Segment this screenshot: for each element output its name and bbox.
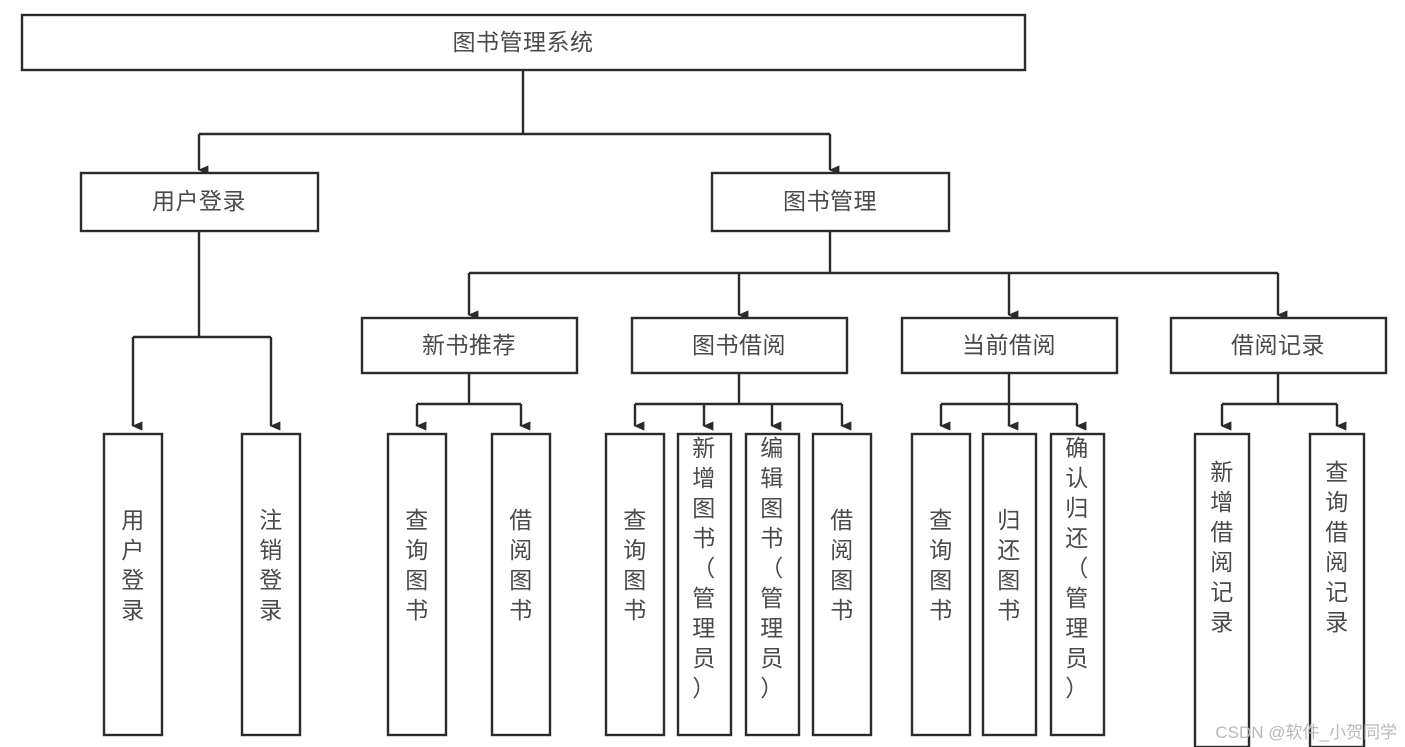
leaf-query-borrow-record[interactable]: 查询借阅记录 — [1308, 432, 1366, 747]
leaf-borrow-book-recommend-box — [490, 432, 552, 737]
leaf-return-book[interactable]: 归还图书 — [981, 432, 1038, 737]
node-new-book-recommend-box — [360, 316, 579, 375]
leaf-add-borrow-record-box — [1193, 432, 1251, 747]
leaf-logout-login-box — [240, 432, 302, 737]
leaf-borrow-book-borrow[interactable]: 借阅图书 — [811, 432, 873, 737]
node-root-system-label: 图书管理系统 — [453, 29, 594, 55]
node-book-borrow-box — [630, 316, 849, 375]
leaf-query-book-recommend[interactable]: 查询图书 — [386, 432, 448, 737]
node-current-borrow-label: 当前借阅 — [962, 332, 1056, 358]
leaf-borrow-book-recommend-label: 借阅图书 — [509, 507, 533, 623]
leaf-return-book-label: 归还图书 — [997, 507, 1021, 623]
leaf-user-login-label: 用户登录 — [121, 507, 145, 623]
leaf-query-book-current-label: 查询图书 — [929, 507, 953, 623]
node-borrow-record[interactable]: 借阅记录 — [1169, 316, 1388, 375]
node-book-manage-label: 图书管理 — [783, 188, 877, 214]
node-borrow-record-label: 借阅记录 — [1231, 332, 1325, 358]
leaf-user-login-box — [102, 432, 164, 737]
leaf-user-login[interactable]: 用户登录 — [102, 432, 164, 737]
leaf-add-book-admin-box — [676, 432, 733, 737]
leaf-query-borrow-record-box — [1308, 432, 1366, 747]
leaf-borrow-book-borrow-label: 借阅图书 — [830, 507, 854, 623]
node-root-system-box — [20, 13, 1027, 72]
node-root-system[interactable]: 图书管理系统 — [20, 13, 1027, 72]
leaf-return-book-box — [981, 432, 1038, 737]
leaf-logout-login[interactable]: 注销登录 — [240, 432, 302, 737]
leaf-add-borrow-record[interactable]: 新增借阅记录 — [1193, 432, 1251, 747]
node-new-book-recommend[interactable]: 新书推荐 — [360, 316, 579, 375]
node-new-book-recommend-label: 新书推荐 — [422, 332, 516, 358]
leaf-confirm-return-admin-box — [1049, 432, 1106, 737]
leaf-logout-login-label: 注销登录 — [259, 507, 283, 623]
leaf-confirm-return-admin-label: 确认归还（管理员） — [1065, 435, 1089, 701]
node-book-borrow-label: 图书借阅 — [692, 332, 786, 358]
leaf-query-book-current-box — [910, 432, 972, 737]
leaf-add-book-admin-label: 新增图书（管理员） — [692, 435, 716, 701]
leaf-edit-book-admin-label: 编辑图书（管理员） — [760, 435, 784, 701]
leaf-confirm-return-admin[interactable]: 确认归还（管理员） — [1049, 432, 1106, 737]
node-current-borrow[interactable]: 当前借阅 — [900, 316, 1119, 375]
leaf-add-book-admin[interactable]: 新增图书（管理员） — [676, 432, 733, 737]
leaf-query-book-borrow[interactable]: 查询图书 — [604, 432, 666, 737]
node-book-manage[interactable]: 图书管理 — [710, 171, 951, 233]
node-borrow-record-box — [1169, 316, 1388, 375]
node-current-borrow-box — [900, 316, 1119, 375]
leaf-query-book-recommend-label: 查询图书 — [405, 507, 429, 623]
node-user-login-label: 用户登录 — [152, 188, 246, 214]
node-book-manage-box — [710, 171, 951, 233]
leaf-add-borrow-record-label: 新增借阅记录 — [1210, 459, 1234, 635]
leaf-query-borrow-record-label: 查询借阅记录 — [1325, 459, 1349, 635]
leaf-edit-book-admin-box — [744, 432, 801, 737]
leaf-borrow-book-borrow-box — [811, 432, 873, 737]
node-user-login[interactable]: 用户登录 — [79, 171, 320, 233]
node-book-borrow[interactable]: 图书借阅 — [630, 316, 849, 375]
leaf-query-book-recommend-box — [386, 432, 448, 737]
leaf-query-book-current[interactable]: 查询图书 — [910, 432, 972, 737]
leaf-query-book-borrow-box — [604, 432, 666, 737]
leaf-borrow-book-recommend[interactable]: 借阅图书 — [490, 432, 552, 737]
leaf-query-book-borrow-label: 查询图书 — [623, 507, 647, 623]
leaf-edit-book-admin[interactable]: 编辑图书（管理员） — [744, 432, 801, 737]
